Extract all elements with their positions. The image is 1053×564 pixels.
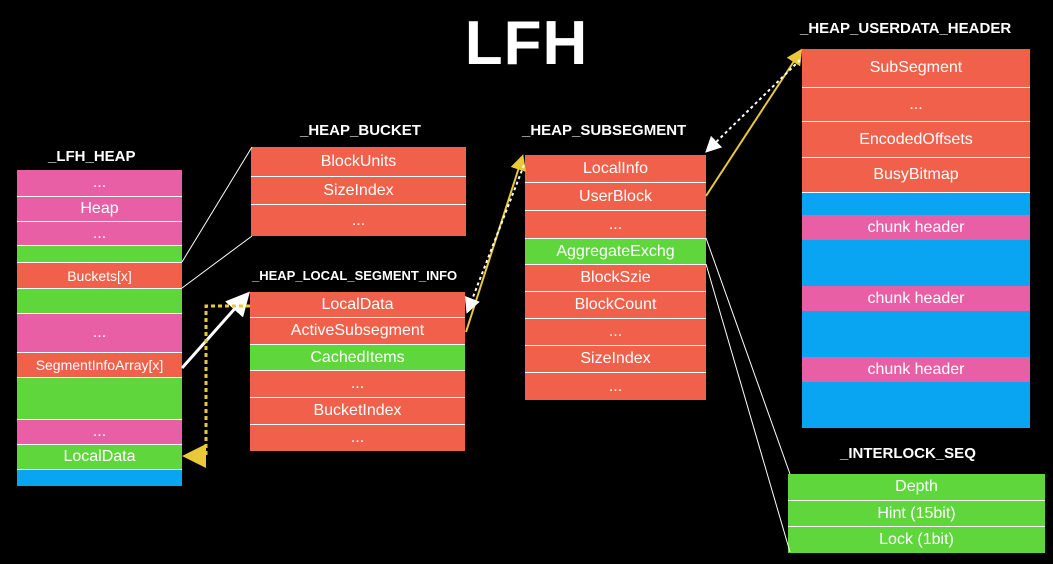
segment-info-arrow bbox=[180, 291, 250, 369]
chunk-header: chunk header bbox=[802, 286, 1030, 311]
subsegment-field: ... bbox=[525, 211, 706, 239]
subsegment-field: ... bbox=[525, 373, 706, 400]
userdata-header-field bbox=[802, 382, 1030, 428]
lfh-heap-header: _LFH_HEAP bbox=[48, 148, 136, 165]
local-segment-info-struct: LocalData ActiveSubsegment CachedItems .… bbox=[250, 292, 465, 451]
subsegment-header: _HEAP_SUBSEGMENT bbox=[522, 122, 687, 139]
chunk-header: chunk header bbox=[802, 215, 1030, 240]
subsegment-field: ... bbox=[525, 319, 706, 346]
lfh-heap-struct: ... Heap ... Buckets[x] ... SegmentInfoA… bbox=[17, 170, 182, 486]
lfh-heap-field bbox=[17, 378, 182, 420]
lfh-heap-field: ... bbox=[17, 314, 182, 353]
lfh-heap-field: ... bbox=[17, 170, 182, 197]
subsegment-struct: LocalInfo UserBlock ... AggregateExchg B… bbox=[525, 155, 706, 400]
subsegment-field: AggregateExchg bbox=[525, 239, 706, 265]
diagram-title: LFH bbox=[464, 9, 589, 78]
interlock-link-line bbox=[705, 237, 791, 475]
userdata-header-field bbox=[802, 193, 1030, 215]
lfh-heap-field bbox=[17, 470, 182, 486]
lfh-heap-field bbox=[17, 289, 182, 314]
heap-bucket-field: BlockUnits bbox=[251, 147, 466, 177]
lfh-heap-field: Buckets[x] bbox=[17, 263, 182, 289]
lfh-heap-field bbox=[17, 246, 182, 263]
lfh-heap-field: Heap bbox=[17, 197, 182, 222]
subsegment-field: BlockSzie bbox=[525, 265, 706, 292]
local-segment-info-field: BucketIndex bbox=[250, 398, 465, 425]
lfh-heap-field: SegmentInfoArray[x] bbox=[17, 353, 182, 378]
localdata-backpointer-arrow bbox=[182, 304, 250, 468]
interlock-seq-field: Lock (1bit) bbox=[788, 527, 1045, 553]
heap-bucket-struct: BlockUnits SizeIndex ... bbox=[251, 147, 466, 236]
local-segment-info-field: ActiveSubsegment bbox=[250, 318, 465, 345]
chunk-header: chunk header bbox=[802, 357, 1030, 382]
local-segment-info-field: LocalData bbox=[250, 292, 465, 318]
interlock-seq-header: _INTERLOCK_SEQ bbox=[840, 445, 976, 462]
heap-bucket-field: SizeIndex bbox=[251, 177, 466, 205]
lfh-heap-field: ... bbox=[17, 420, 182, 445]
userdata-header-struct: SubSegment ... EncodedOffsets BusyBitmap… bbox=[802, 49, 1030, 428]
subsegment-field: LocalInfo bbox=[525, 155, 706, 183]
lfh-heap-field: ... bbox=[17, 222, 182, 246]
userdata-header-field: EncodedOffsets bbox=[802, 122, 1030, 158]
subsegment-field: SizeIndex bbox=[525, 346, 706, 373]
local-segment-info-field: ... bbox=[250, 425, 465, 451]
userdata-header-field: BusyBitmap bbox=[802, 158, 1030, 193]
heap-bucket-field: ... bbox=[251, 205, 466, 236]
userdata-header-field: ... bbox=[802, 88, 1030, 122]
interlock-seq-field: Hint (15bit) bbox=[788, 501, 1045, 527]
localinfo-backpointer-arrow bbox=[464, 164, 525, 314]
userdata-header-header: _HEAP_USERDATA_HEADER bbox=[800, 20, 1012, 37]
local-segment-info-field: ... bbox=[250, 371, 465, 398]
interlock-link-line bbox=[705, 263, 791, 553]
subsegment-backpointer-arrow bbox=[705, 59, 801, 153]
userdata-header-field bbox=[802, 311, 1030, 357]
subsegment-field: UserBlock bbox=[525, 183, 706, 211]
lfh-heap-field: LocalData bbox=[17, 445, 182, 470]
bucket-link-line bbox=[181, 235, 253, 289]
userblock-arrow bbox=[705, 48, 803, 197]
userdata-header-field: SubSegment bbox=[802, 49, 1030, 88]
local-segment-info-field: CachedItems bbox=[250, 345, 465, 371]
interlock-seq-struct: Depth Hint (15bit) Lock (1bit) bbox=[788, 474, 1045, 553]
interlock-seq-field: Depth bbox=[788, 474, 1045, 501]
subsegment-field: BlockCount bbox=[525, 292, 706, 319]
heap-bucket-header: _HEAP_BUCKET bbox=[300, 122, 421, 139]
userdata-header-field bbox=[802, 240, 1030, 286]
local-segment-info-header: _HEAP_LOCAL_SEGMENT_INFO bbox=[252, 268, 458, 283]
bucket-link-line bbox=[181, 146, 253, 263]
